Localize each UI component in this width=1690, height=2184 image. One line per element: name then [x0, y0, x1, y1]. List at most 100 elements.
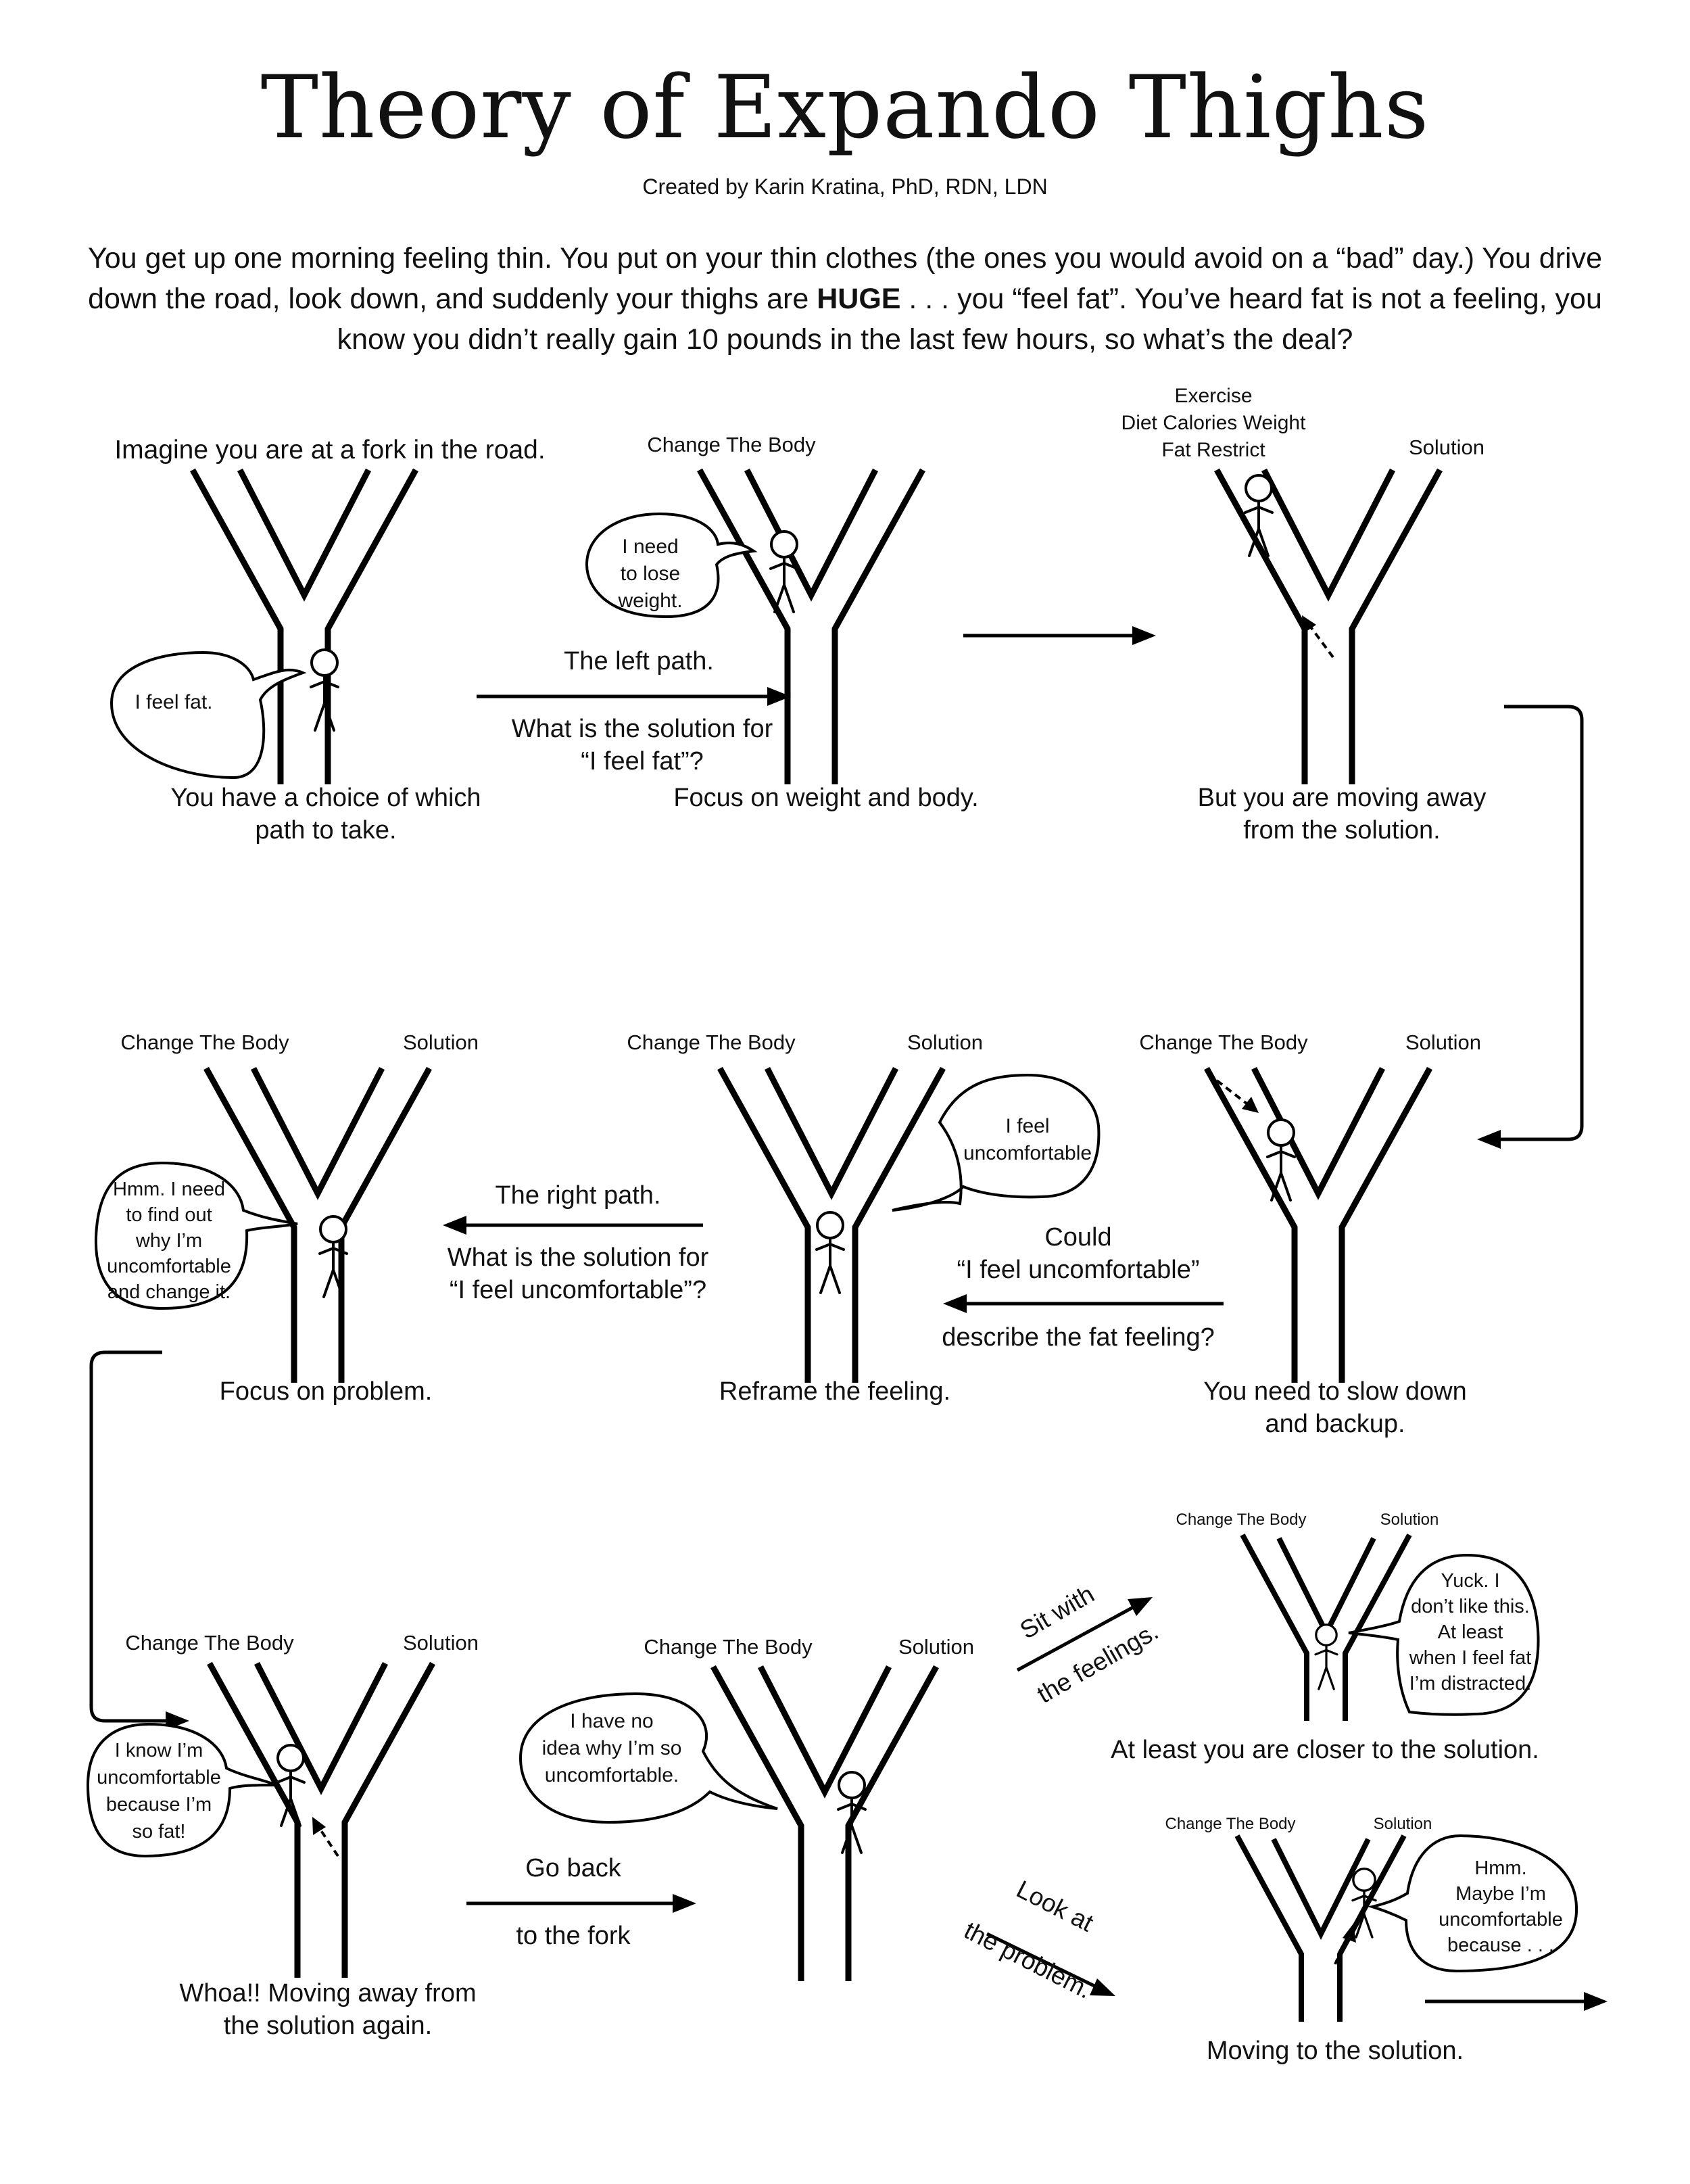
panel-6-label-right: Solution — [403, 1030, 479, 1054]
panel-3-left-label-1: Exercise — [1174, 385, 1252, 407]
page-title: Theory of Expando Thighs — [260, 57, 1430, 158]
panel-8-label-left: Change The Body — [644, 1635, 813, 1659]
panel-6-label-left: Change The Body — [120, 1030, 289, 1054]
speech-bubble-6-line-2: to find out — [126, 1204, 212, 1226]
panel-6-caption: Focus on problem. — [220, 1377, 433, 1406]
panel-10-caption: Moving to the solution. — [1207, 2037, 1464, 2065]
speech-bubble-6-line-5: and change it. — [107, 1281, 231, 1303]
speech-bubble-1 — [110, 650, 307, 780]
speech-bubble-10 — [1367, 1834, 1578, 1973]
backward-motion-arrow-3 — [1307, 622, 1334, 659]
byline: Created by Karin Kratina, PhD, RDN, LDN — [642, 174, 1048, 199]
panel-9-label-left: Change The Body — [1176, 1511, 1306, 1529]
speech-bubble-7-line-2: uncomfortable — [97, 1767, 221, 1788]
panel-10-label-right: Solution — [1374, 1815, 1432, 1833]
panel-4-caption-line-2: and backup. — [1265, 1410, 1405, 1438]
panel-9-caption: At least you are closer to the solution. — [1111, 1736, 1539, 1764]
panel-4-caption-line-1: You need to slow down — [1203, 1377, 1466, 1406]
arrow-8b-above: Look at — [1012, 1875, 1098, 1937]
arrow-8a-above: Sit with — [1015, 1580, 1099, 1644]
speech-bubble-9-line-5: I’m distracted. — [1409, 1673, 1532, 1694]
panel-10-label-left: Change The Body — [1165, 1815, 1295, 1833]
panel-5: Change The Body Solution I feel uncomfor… — [627, 1030, 1101, 1406]
fork-7 — [210, 1663, 433, 1978]
speech-bubble-10-line-3: uncomfortable — [1439, 1909, 1563, 1930]
panel-9: Change The Body Solution Yuck. I don’t l… — [1111, 1511, 1540, 1764]
fork-10 — [1234, 1834, 1407, 2022]
stick-figure-1 — [310, 648, 339, 732]
speech-bubble-8-line-1: I have no — [570, 1710, 653, 1732]
panel-7-label-right: Solution — [403, 1631, 479, 1655]
speech-bubble-9 — [1348, 1553, 1540, 1716]
panel-7-label-left: Change The Body — [125, 1631, 294, 1655]
intro-paragraph: You get up one morning feeling thin. You… — [74, 238, 1616, 360]
panel-10: Change The Body Solution Hmm. Maybe I’m … — [1165, 1815, 1608, 2065]
speech-bubble-10-line-2: Maybe I’m — [1455, 1883, 1546, 1905]
speech-bubble-5 — [892, 1073, 1101, 1212]
arrow-1-above: The left path. — [564, 647, 714, 675]
panel-1: Imagine you are at a fork in the road. I… — [110, 435, 546, 845]
arrow-1: The left path. What is the solution for … — [477, 647, 791, 776]
arrow-1-below-line-1: What is the solution for — [512, 715, 773, 743]
speech-bubble-6 — [94, 1161, 298, 1310]
speech-bubble-2-line-2: to lose — [621, 563, 680, 585]
speech-bubble-5-line-1: I feel — [1005, 1115, 1049, 1137]
speech-bubble-6-line-3: why I’m — [135, 1230, 202, 1252]
arrow-5: The right path. What is the solution for… — [443, 1181, 709, 1304]
speech-bubble-1-text: I feel fat. — [135, 691, 212, 713]
panel-2-caption: Focus on weight and body. — [673, 784, 978, 812]
arrow-7-below: to the fork — [516, 1922, 631, 1950]
panel-3-left-label-3: Fat Restrict — [1161, 439, 1265, 461]
speech-bubble-6-line-1: Hmm. I need — [113, 1179, 225, 1200]
panel-4-label-left: Change The Body — [1139, 1030, 1308, 1054]
intro-emphasis: HUGE — [817, 283, 901, 315]
arrow-7-above: Go back — [525, 1854, 622, 1882]
arrow-2 — [963, 626, 1156, 645]
fork-8 — [713, 1667, 936, 1981]
arrow-5-above: The right path. — [495, 1181, 660, 1210]
panel-5-label-left: Change The Body — [627, 1030, 796, 1054]
backward-motion-arrow-7 — [316, 1824, 339, 1857]
panel-9-label-right: Solution — [1380, 1511, 1439, 1529]
speech-bubble-8-line-3: uncomfortable. — [545, 1764, 679, 1786]
panel-1-caption-line-2: path to take. — [255, 816, 396, 845]
forward-motion-arrow-10 — [1334, 1933, 1350, 1965]
panel-2-label-left: Change The Body — [647, 433, 816, 456]
stick-figure-9 — [1314, 1623, 1338, 1690]
panel-3-label-right: Solution — [1409, 435, 1484, 459]
panel-7-caption-line-2: the solution again. — [224, 2012, 432, 2040]
panel-3-caption-line-2: from the solution. — [1243, 816, 1440, 845]
panel-7: Change The Body Solution I know I’m unco… — [86, 1631, 479, 2040]
arrow-5-below-line-2: “I feel uncomfortable”? — [450, 1276, 706, 1304]
stick-figure-5 — [815, 1211, 845, 1294]
speech-bubble-7-line-4: so fat! — [132, 1821, 186, 1843]
fork-4 — [1207, 1068, 1430, 1383]
panel-6: Change The Body Solution Hmm. I need to … — [94, 1030, 479, 1406]
arrow-8a: Sit with the feelings. — [1015, 1580, 1163, 1709]
arrow-8b: Look at the problem. — [960, 1875, 1115, 2004]
arrow-4-above-line-2: “I feel uncomfortable” — [957, 1256, 1199, 1284]
panel-3-caption-line-1: But you are moving away — [1198, 784, 1487, 812]
speech-bubble-10-line-4: because . . . — [1447, 1934, 1554, 1956]
speech-bubble-10-line-1: Hmm. — [1474, 1857, 1526, 1879]
panel-3-left-label-2: Diet Calories Weight — [1121, 412, 1307, 434]
speech-bubble-5-line-2: uncomfortable — [963, 1142, 1092, 1164]
connector-right — [1477, 705, 1584, 1149]
speech-bubble-9-line-3: At least — [1438, 1621, 1503, 1643]
arrow-4-above-line-1: Could — [1044, 1223, 1111, 1252]
panel-8: Change The Body Solution I have no idea … — [518, 1635, 974, 1981]
speech-bubble-8-line-2: idea why I’m so — [542, 1737, 682, 1759]
panel-3: Exercise Diet Calories Weight Fat Restri… — [1121, 385, 1487, 845]
panel-1-caption-line-1: You have a choice of which — [170, 784, 481, 812]
speech-bubble-9-line-1: Yuck. I — [1441, 1570, 1499, 1592]
panel-8-label-right: Solution — [898, 1635, 974, 1659]
intro-part-1: You get up one morning feeling thin. You… — [88, 242, 1602, 315]
panel-5-caption: Reframe the feeling. — [719, 1377, 950, 1406]
speech-bubble-9-line-2: don’t like this. — [1411, 1596, 1530, 1617]
speech-bubble-7 — [86, 1722, 278, 1858]
speech-bubble-9-line-4: when I feel fat — [1409, 1647, 1532, 1669]
speech-bubble-2-line-1: I need — [622, 536, 678, 558]
speech-bubble-2-line-3: weight. — [617, 590, 682, 612]
